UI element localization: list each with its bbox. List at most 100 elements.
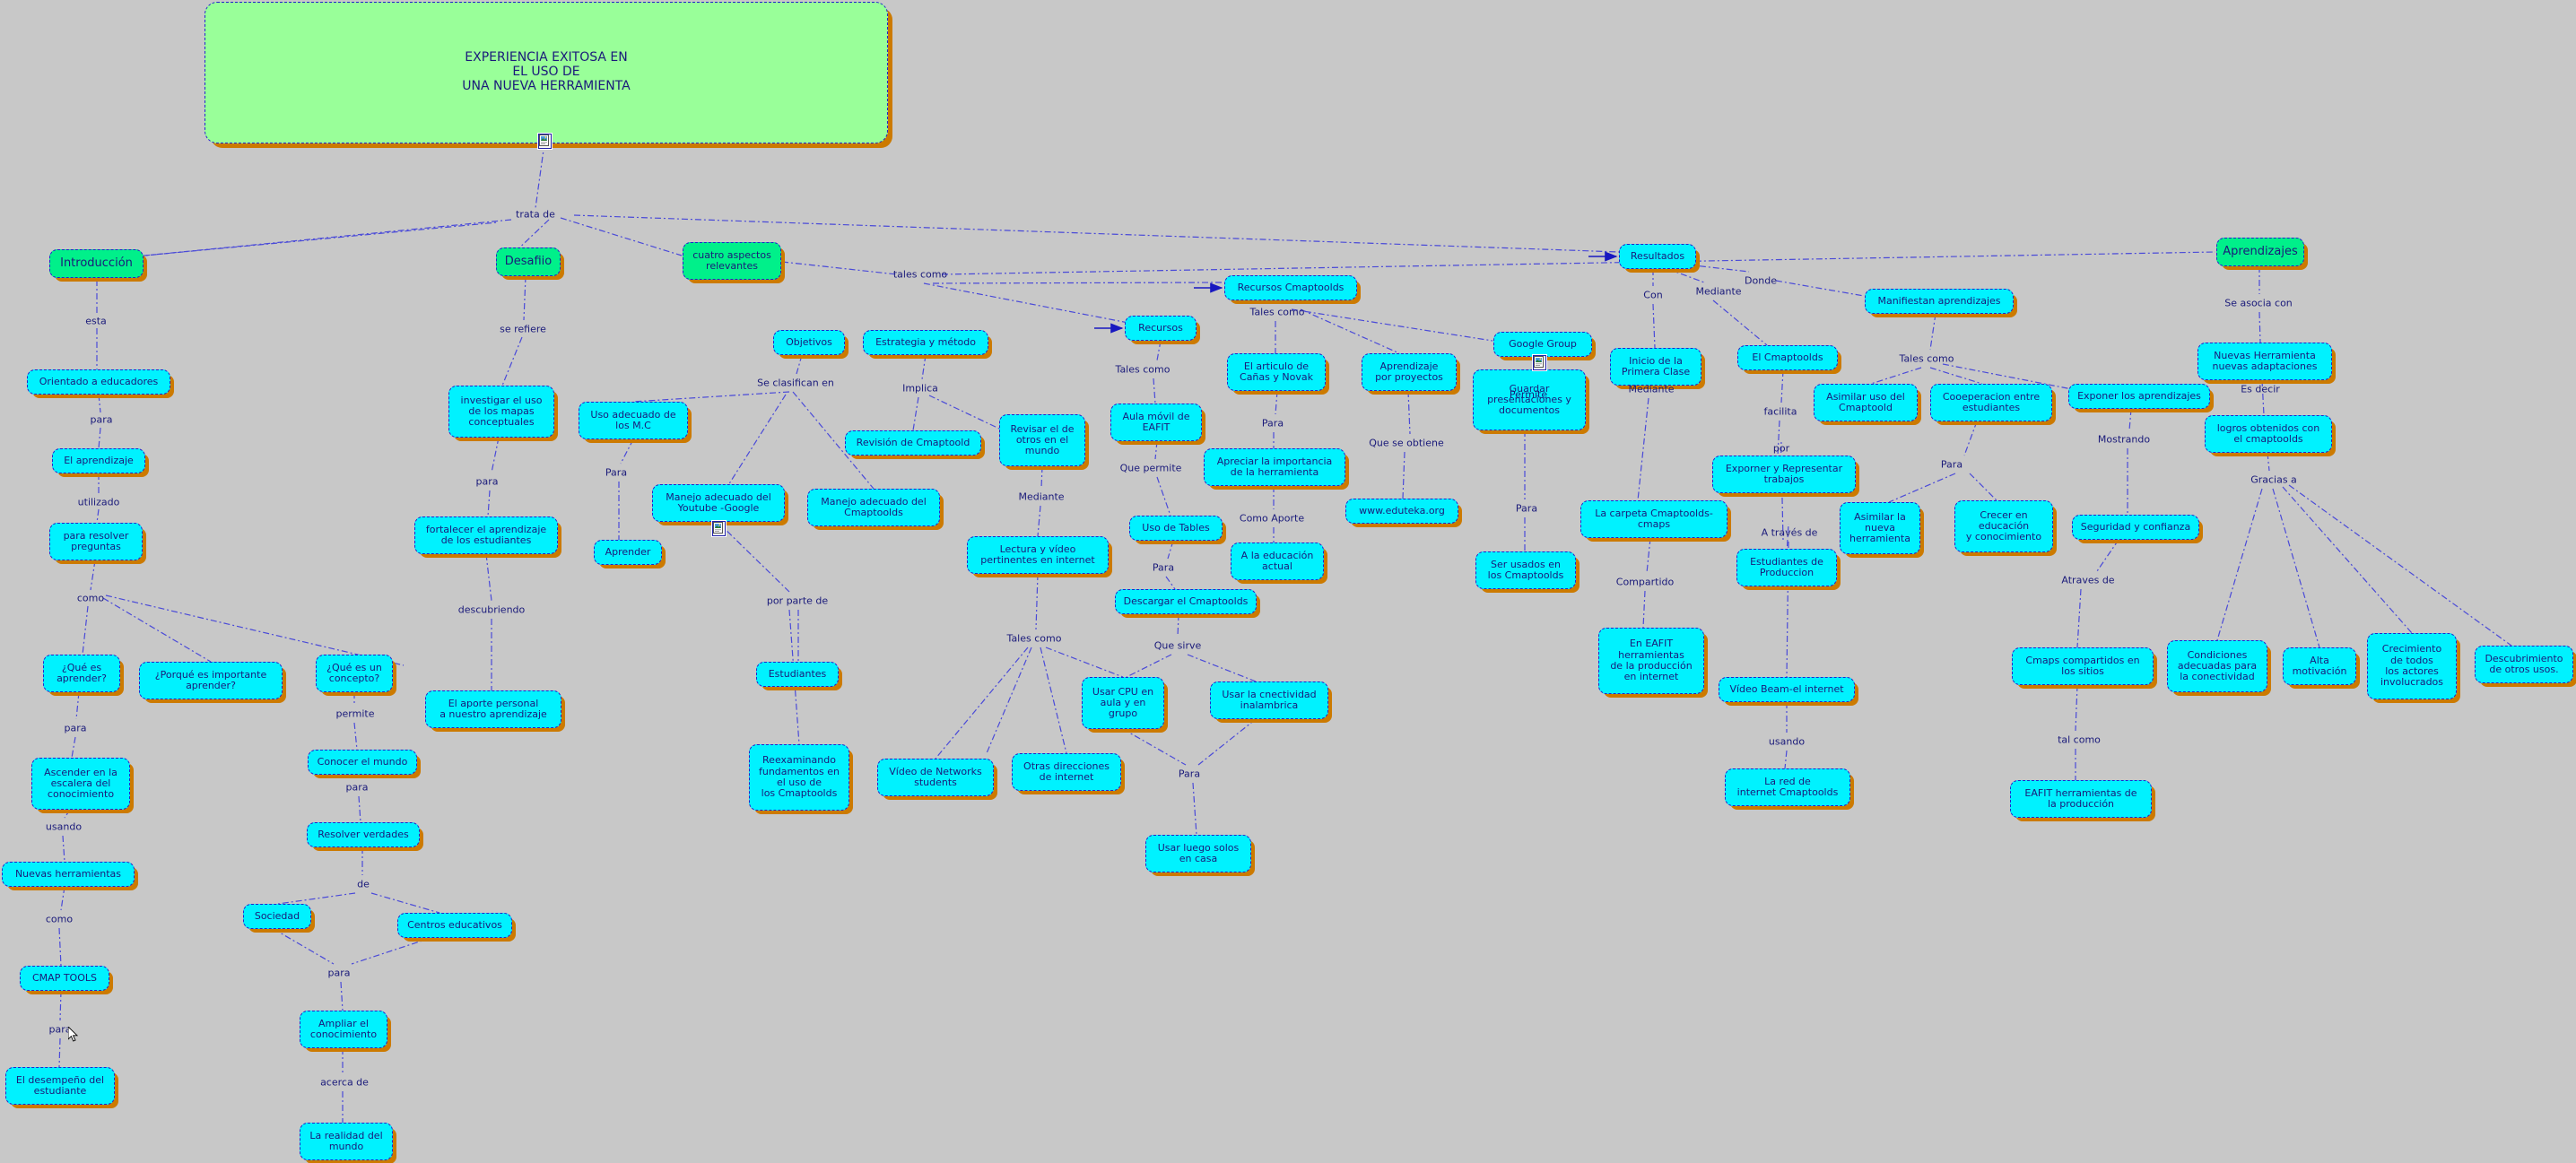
link-label-tales-como-top[interactable]: tales como [892,268,948,281]
concept-node-eafit-herr[interactable]: En EAFIT herramientas de la producción e… [1598,628,1704,694]
link-label-atraves-de[interactable]: Atraves de [2061,574,2115,586]
link-label-mediante-3[interactable]: Mediante [1628,383,1675,395]
link-label-para-4[interactable]: para [475,475,499,488]
concept-node-que-es-concepto[interactable]: ¿Qué es un concepto? [316,655,393,692]
concept-node-ascender[interactable]: Ascender en la escalera del conocimiento [31,758,130,810]
link-label-trata-de[interactable]: trata de [516,208,555,221]
concept-node-desafio[interactable]: Desafiio [496,247,561,276]
link-label-para-3[interactable]: para [48,1023,72,1036]
concept-node-ampliar[interactable]: Ampliar el conocimiento [300,1011,387,1048]
concept-node-revision[interactable]: Revisión de Cmaptoold [845,430,981,456]
concept-node-centros[interactable]: Centros educativos [397,913,512,938]
concept-node-estudiantes-prod[interactable]: Estudiantes de Produccion [1736,549,1837,586]
link-label-acerca-de[interactable]: acerca de [320,1076,369,1089]
link-label-gracias-a[interactable]: Gracias a [2250,473,2297,486]
link-label-como-aporte[interactable]: Como Aporte [1239,512,1305,525]
concept-node-apreciar[interactable]: Apreciar la importancia de la herramient… [1204,448,1345,486]
concept-node-manejo-cmap[interactable]: Manejo adecuado del Cmaptoolds [807,489,940,526]
link-label-que-permite[interactable]: Que permite [1119,462,1182,474]
link-label-implica[interactable]: Implica [902,382,938,395]
link-label-mostrando[interactable]: Mostrando [2097,433,2151,446]
concept-node-inicio-clase[interactable]: Inicio de la Primera Clase [1610,348,1701,386]
concept-node-usar-casa[interactable]: Usar luego solos en casa [1145,835,1251,872]
link-label-para-11[interactable]: para [345,781,369,794]
concept-node-desempeno[interactable]: El desempeño del estudiante [5,1067,115,1105]
concept-node-estrategia[interactable]: Estrategia y método [863,330,988,355]
concept-node-resolver-preg[interactable]: para resolver preguntas [49,523,143,560]
concept-node-educacion-act[interactable]: A la educación actual [1231,542,1324,580]
concept-node-reexaminando[interactable]: Reexaminando fundamentos en el uso de lo… [749,744,849,811]
concept-node-usar-cpu[interactable]: Usar CPU en aula y en grupo [1082,677,1164,729]
concept-node-resolver-verd[interactable]: Resolver verdades [307,822,420,847]
concept-node-cuatro[interactable]: cuatro aspectos relevantes [683,242,781,280]
concept-node-recursos[interactable]: Recursos [1125,316,1197,341]
link-label-para-12[interactable]: para [327,967,351,979]
concept-node-exponer-apr[interactable]: Exponer los aprendizajes [2068,384,2210,409]
link-label-facilita[interactable]: facilita [1763,405,1797,418]
concept-node-el-aprendizaje[interactable]: El aprendizaje [52,448,145,473]
link-label-para-5[interactable]: Para [605,466,628,479]
concept-node-articulo[interactable]: El articulo de Cañas y Novak [1227,353,1326,391]
concept-node-video-networks[interactable]: Vídeo de Networks students [877,759,994,796]
concept-node-resultados[interactable]: Resultados [1619,244,1696,269]
link-label-se-asocia-con[interactable]: Se asocia con [2224,297,2293,309]
link-label-a-traves-de[interactable]: A través de [1761,526,1818,539]
concept-node-carpeta[interactable]: La carpeta Cmaptoolds- cmaps [1580,500,1727,538]
link-label-por[interactable]: por [1772,442,1790,455]
concept-node-ser-usados[interactable]: Ser usados en los Cmaptoolds [1475,551,1576,589]
concept-node-exponer-repr[interactable]: Exporner y Representar trabajos [1712,456,1856,493]
concept-node-nuevas-herr[interactable]: Nuevas herramientas [2,862,135,887]
link-label-mediante-1[interactable]: Mediante [1018,490,1065,503]
concept-node-google-group[interactable]: Google Group [1493,332,1592,357]
concept-node-eduteka[interactable]: www.eduteka.org [1345,499,1458,524]
concept-node-aprendizajes[interactable]: Aprendizajes [2216,238,2304,266]
link-label-donde[interactable]: Donde [1745,274,1777,287]
concept-node-guardar[interactable]: Guardar presentaciones y documentos [1473,369,1586,430]
concept-node-aprender[interactable]: Aprender [594,540,662,565]
concept-node-revisar-otros[interactable]: Revisar el de otros en el mundo [999,414,1085,466]
concept-node-manejo-youtube[interactable]: Manejo adecuado del Youtube -Google [652,484,785,522]
link-label-como-2[interactable]: como [45,913,74,925]
link-label-descubriendo[interactable]: descubriendo [457,603,526,616]
concept-node-aporte-personal[interactable]: El aporte personal a nuestro aprendizaje [425,690,561,728]
link-label-permite[interactable]: Permite [1509,388,1548,401]
concept-node-usar-conect[interactable]: Usar la cnectividad inalambrica [1210,681,1328,719]
link-label-por-parte-de[interactable]: por parte de [766,595,829,607]
concept-node-aula-movil[interactable]: Aula móvil de EAFIT [1110,404,1202,441]
link-label-usando-2[interactable]: usando [1768,735,1806,748]
concept-node-cmaps-sitios[interactable]: Cmaps compartidos en los sitios [2012,647,2154,685]
resource-link-icon[interactable] [1533,355,1546,370]
link-label-para-1[interactable]: para [90,413,113,426]
concept-node-aprendizaje-proy[interactable]: Aprendizaje por proyectos [1362,353,1457,391]
link-label-para-9[interactable]: Para [1515,502,1538,515]
concept-node-logros[interactable]: logros obtenidos con el cmaptoolds [2205,415,2332,453]
link-label-para-6[interactable]: Para [1152,561,1175,574]
concept-node-descargar[interactable]: Descargar el Cmaptoolds [1115,589,1257,614]
link-label-que-se-obtiene[interactable]: Que se obtiene [1369,437,1444,449]
link-label-tales-como-1[interactable]: Tales como [1006,632,1062,645]
concept-node-recursos-cmap[interactable]: Recursos Cmaptoolds [1224,275,1357,300]
concept-node-seguridad[interactable]: Seguridad y confianza [2072,515,2199,540]
concept-node-orientado[interactable]: Orientado a educadores [27,369,170,395]
link-label-se-clasifican[interactable]: Se clasifican en [757,377,834,389]
link-label-usando-1[interactable]: usando [45,820,83,833]
link-label-compartido[interactable]: Compartido [1615,576,1675,588]
link-label-utilizado[interactable]: utilizado [77,496,120,508]
link-label-se-refiere[interactable]: se refiere [500,323,546,335]
link-label-que-sirve[interactable]: Que sirve [1153,639,1202,652]
concept-node-cmap-tools[interactable]: CMAP TOOLS [20,966,109,991]
concept-node-uso-tables[interactable]: Uso de Tables [1129,516,1223,541]
concept-node-estudiantes[interactable]: Estudiantes [756,662,839,687]
concept-node-asimilar-uso[interactable]: Asimilar uso del Cmaptoold [1814,384,1918,421]
concept-node-investigar[interactable]: investigar el uso de los mapas conceptua… [448,386,554,438]
link-label-de[interactable]: de [357,878,370,890]
concept-node-condiciones[interactable]: Condiciones adecuadas para la conectivid… [2167,640,2267,692]
link-label-para-8[interactable]: Para [1261,417,1284,430]
concept-node-lectura-video[interactable]: Lectura y vídeo pertinentes en internet [967,536,1109,574]
concept-node-manifiestan[interactable]: Manifiestan aprendizajes [1865,289,2014,314]
link-label-tales-como-4[interactable]: Tales como [1899,352,1954,365]
concept-node-conocer-mundo[interactable]: Conocer el mundo [308,750,417,775]
concept-node-realidad[interactable]: La realidad del mundo [300,1123,393,1160]
concept-node-red-internet[interactable]: La red de internet Cmaptoolds [1725,768,1850,806]
link-label-tal-como[interactable]: tal como [2058,733,2101,746]
